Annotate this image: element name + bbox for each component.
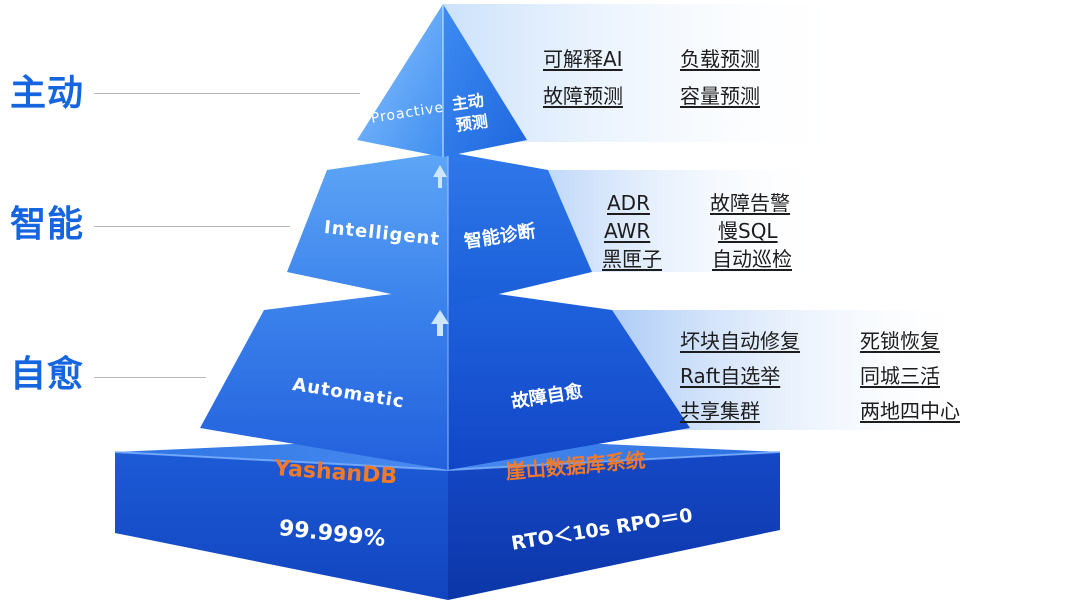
automatic-feature-band	[612, 310, 980, 430]
proactive-tier	[357, 4, 527, 157]
feature-fault-forecast: 故障预测	[543, 84, 623, 108]
feature-two-sites-four-centers: 两地四中心	[860, 399, 960, 423]
feature-black-box: 黑匣子	[602, 247, 662, 271]
feature-capacity-forecast: 容量预测	[680, 84, 760, 108]
feature-explainable-ai: 可解释AI	[543, 47, 623, 71]
level-label-proactive: 主动	[10, 73, 85, 114]
feature-same-city-active: 同城三活	[860, 364, 940, 388]
feature-bad-block-repair: 坏块自动修复	[680, 329, 800, 353]
automatic-tier	[200, 287, 690, 470]
feature-adr: ADR	[607, 191, 650, 215]
feature-awr: AWR	[604, 219, 651, 243]
level-label-automatic: 自愈	[10, 354, 85, 395]
up-arrow-icon	[433, 165, 447, 188]
feature-shared-cluster: 共享集群	[680, 399, 760, 423]
feature-load-forecast: 负载预测	[680, 47, 760, 71]
feature-slow-sql: 慢SQL	[718, 219, 778, 243]
proactive-zh-line1: 主动	[450, 90, 486, 114]
level-label-intelligent: 智能	[10, 204, 85, 245]
feature-auto-inspection: 自动巡检	[712, 247, 792, 271]
leader-line	[94, 226, 290, 227]
feature-raft-election: Raft自选举	[680, 364, 781, 388]
proactive-feature-band	[443, 4, 860, 142]
feature-fault-alarm: 故障告警	[710, 191, 790, 215]
intelligent-tier	[287, 152, 592, 306]
intelligent-feature-band	[548, 170, 830, 272]
leader-line	[94, 377, 206, 378]
feature-deadlock-recovery: 死锁恢复	[860, 329, 940, 353]
proactive-zh-line2: 预测	[454, 111, 490, 135]
up-arrow-icon	[431, 310, 449, 336]
leader-line	[94, 93, 360, 94]
